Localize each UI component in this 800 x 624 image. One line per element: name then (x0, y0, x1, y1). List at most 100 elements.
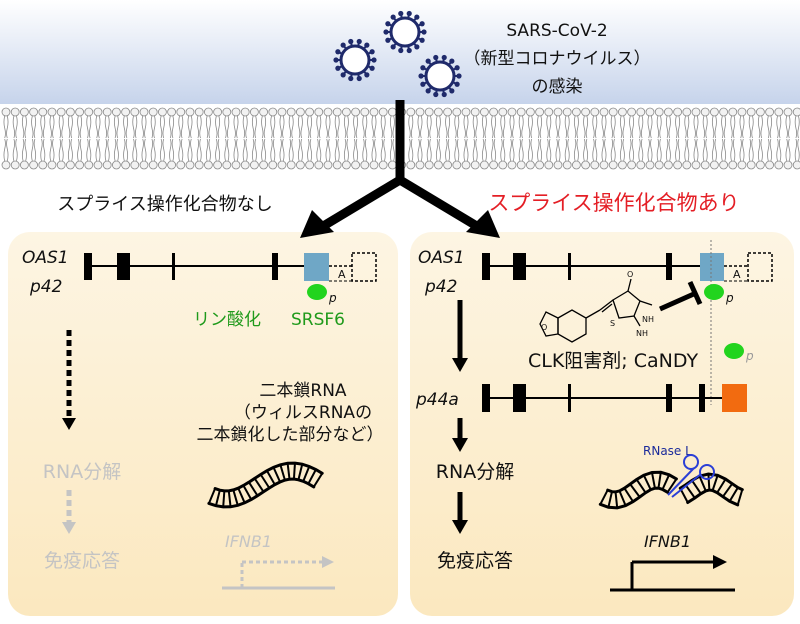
exon-a-marker-right: A (733, 268, 741, 281)
lipid (121, 107, 130, 170)
lipid (433, 107, 443, 170)
lipid (756, 107, 765, 170)
right-step-immune-response: 免疫応答 (437, 550, 513, 572)
lipid (406, 107, 416, 170)
lipid (277, 107, 287, 170)
lipid (691, 107, 701, 170)
virus-icon (418, 54, 462, 98)
right-gene-label: OAS1 (418, 248, 465, 268)
exon (272, 253, 278, 280)
right-panel-bg (410, 232, 794, 616)
lipid (618, 107, 627, 170)
left-step-rna-degradation: RNA分解 (43, 461, 121, 483)
lipid (84, 107, 94, 170)
lipid (783, 107, 793, 170)
inhibition-symbol (658, 280, 703, 312)
lipid (737, 107, 747, 170)
skipped-exon (747, 252, 773, 282)
left-ifnb1-promoter-inactive (222, 556, 335, 590)
lipid (700, 107, 710, 170)
left-step-immune-response: 免疫応答 (44, 550, 120, 572)
lipid (489, 107, 499, 170)
lipid (268, 107, 278, 170)
left-branch-arrowhead (300, 210, 334, 238)
alternative-exon (304, 253, 329, 281)
signal-branch (300, 100, 500, 238)
skipped-exon (351, 252, 377, 282)
chem-atom-o2: O (541, 323, 547, 332)
right-step-rna-degradation: RNA分解 (436, 461, 514, 483)
lipid (461, 107, 471, 170)
virus-name: SARS-CoV-2 (506, 21, 607, 41)
phospho-dot (307, 284, 327, 300)
faded-arrowhead (62, 522, 76, 534)
scissors-icon (667, 454, 715, 498)
chem-atom-o: O (627, 270, 633, 279)
candy-molecule (539, 278, 653, 343)
lipid (222, 107, 232, 170)
lipid (240, 107, 250, 170)
srsf6-label: SRSF6 (291, 310, 345, 330)
phospho-dot-free (724, 343, 744, 359)
lipid (341, 107, 351, 170)
blocked-path-arrowhead (62, 418, 76, 430)
lipid (38, 107, 48, 170)
left-gene-label: OAS1 (22, 248, 69, 268)
lipid (323, 107, 333, 170)
exon (117, 253, 130, 280)
lipid (498, 107, 508, 170)
lipid (29, 107, 38, 170)
lipid (710, 107, 719, 170)
lipid (1, 107, 11, 170)
lipid (130, 107, 140, 170)
lipid (332, 107, 342, 170)
lipid (562, 107, 572, 170)
lipid (360, 107, 370, 170)
lipid (728, 107, 738, 170)
right-ifnb1-promoter-active (610, 555, 735, 592)
virus-icon (383, 10, 427, 54)
lipid (516, 107, 526, 170)
chem-atom-s: S (610, 319, 615, 328)
lipid (231, 107, 241, 170)
lipid (479, 107, 489, 170)
lipid (627, 107, 636, 170)
infection-label: の感染 (532, 77, 583, 97)
lipid (645, 107, 655, 170)
dsrna-note-2: 二本鎖化した部分など） (197, 425, 384, 445)
right-condition-label: スプライス操作化合物あり (488, 191, 739, 215)
lipid (544, 107, 554, 170)
lipid (351, 107, 361, 170)
lipid (10, 107, 20, 170)
phospho-mark: p (328, 291, 337, 305)
exon (172, 253, 175, 280)
lipid (572, 107, 581, 170)
virus-particles (333, 10, 462, 98)
inhibitor-label: CLK阻害剤; CaNDY (528, 350, 698, 372)
lipid (66, 107, 75, 170)
lipid (75, 107, 84, 170)
phospho-caption: リン酸化 (193, 310, 261, 330)
cleaved-dsrna (598, 470, 744, 510)
lipid (654, 107, 664, 170)
exon (666, 253, 672, 280)
extracellular-space (0, 0, 800, 110)
lipid (526, 107, 535, 170)
lipid (167, 107, 177, 170)
exon-a-marker: A (338, 268, 346, 281)
lipid (470, 107, 480, 170)
right-gene-structure (482, 240, 773, 405)
phospho-dot-bound (704, 284, 724, 300)
lipid (424, 107, 434, 170)
lipid (47, 107, 57, 170)
lipid (664, 107, 673, 170)
lipid (535, 107, 544, 170)
lipid (102, 107, 112, 170)
alternative-exon (700, 253, 724, 281)
left-gene-structure (84, 252, 377, 282)
lipid (636, 107, 646, 170)
lipid (148, 107, 158, 170)
virus-subtitle: （新型コロナウイルス） (464, 49, 651, 69)
lipid (56, 107, 66, 170)
